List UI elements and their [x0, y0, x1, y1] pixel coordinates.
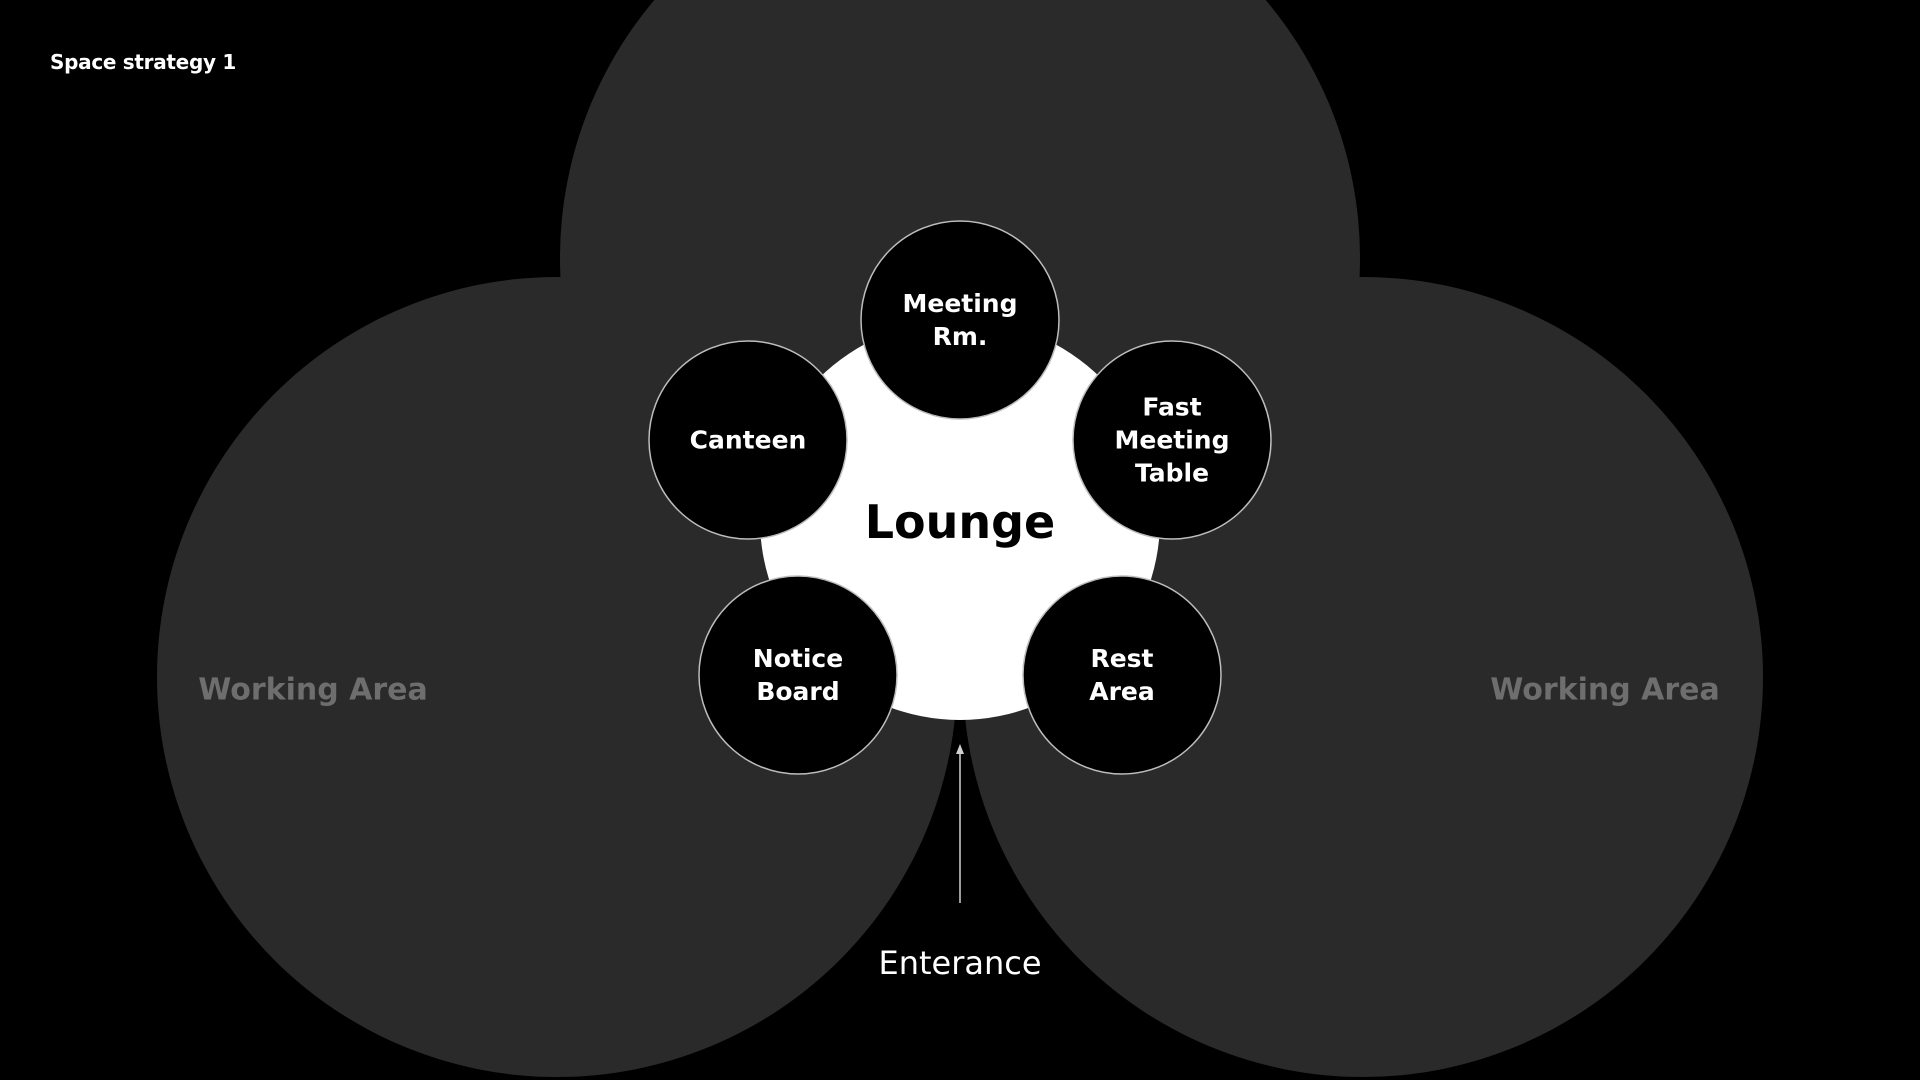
notice-board-circle — [698, 575, 898, 775]
working-area-right-label: Working Area — [1490, 673, 1720, 708]
lounge-label: Lounge — [865, 495, 1056, 549]
canteen-label-line: Canteen — [690, 426, 807, 455]
rest-area-label-line: Area — [1089, 677, 1155, 706]
notice-board-label-line: Board — [756, 677, 839, 706]
fast-meeting-table-label-line: Table — [1135, 459, 1209, 488]
working-area-left-label: Working Area — [198, 673, 428, 708]
fast-meeting-table-label-line: Meeting — [1114, 426, 1229, 455]
fast-meeting-table-label-line: Fast — [1142, 393, 1201, 422]
canteen-node: Canteen — [648, 340, 848, 540]
fast-meeting-table-circle — [1072, 340, 1272, 540]
rest-area-circle — [1022, 575, 1222, 775]
meeting-room-label-line: Meeting — [902, 289, 1017, 318]
nodes-layer: MeetingRm.FastMeetingTableRestAreaNotice… — [648, 220, 1272, 775]
entrance-arrow-head — [956, 744, 964, 754]
rest-area-label-line: Rest — [1090, 644, 1153, 673]
entrance-label: Enterance — [878, 944, 1041, 982]
canteen-circle — [648, 340, 848, 540]
notice-board-label-line: Notice — [753, 644, 843, 673]
meeting-room-label-line: Rm. — [933, 322, 988, 351]
meeting-room-circle — [860, 220, 1060, 420]
entrance-layer: Enterance — [878, 744, 1042, 982]
page-title: Space strategy 1 — [50, 50, 236, 74]
